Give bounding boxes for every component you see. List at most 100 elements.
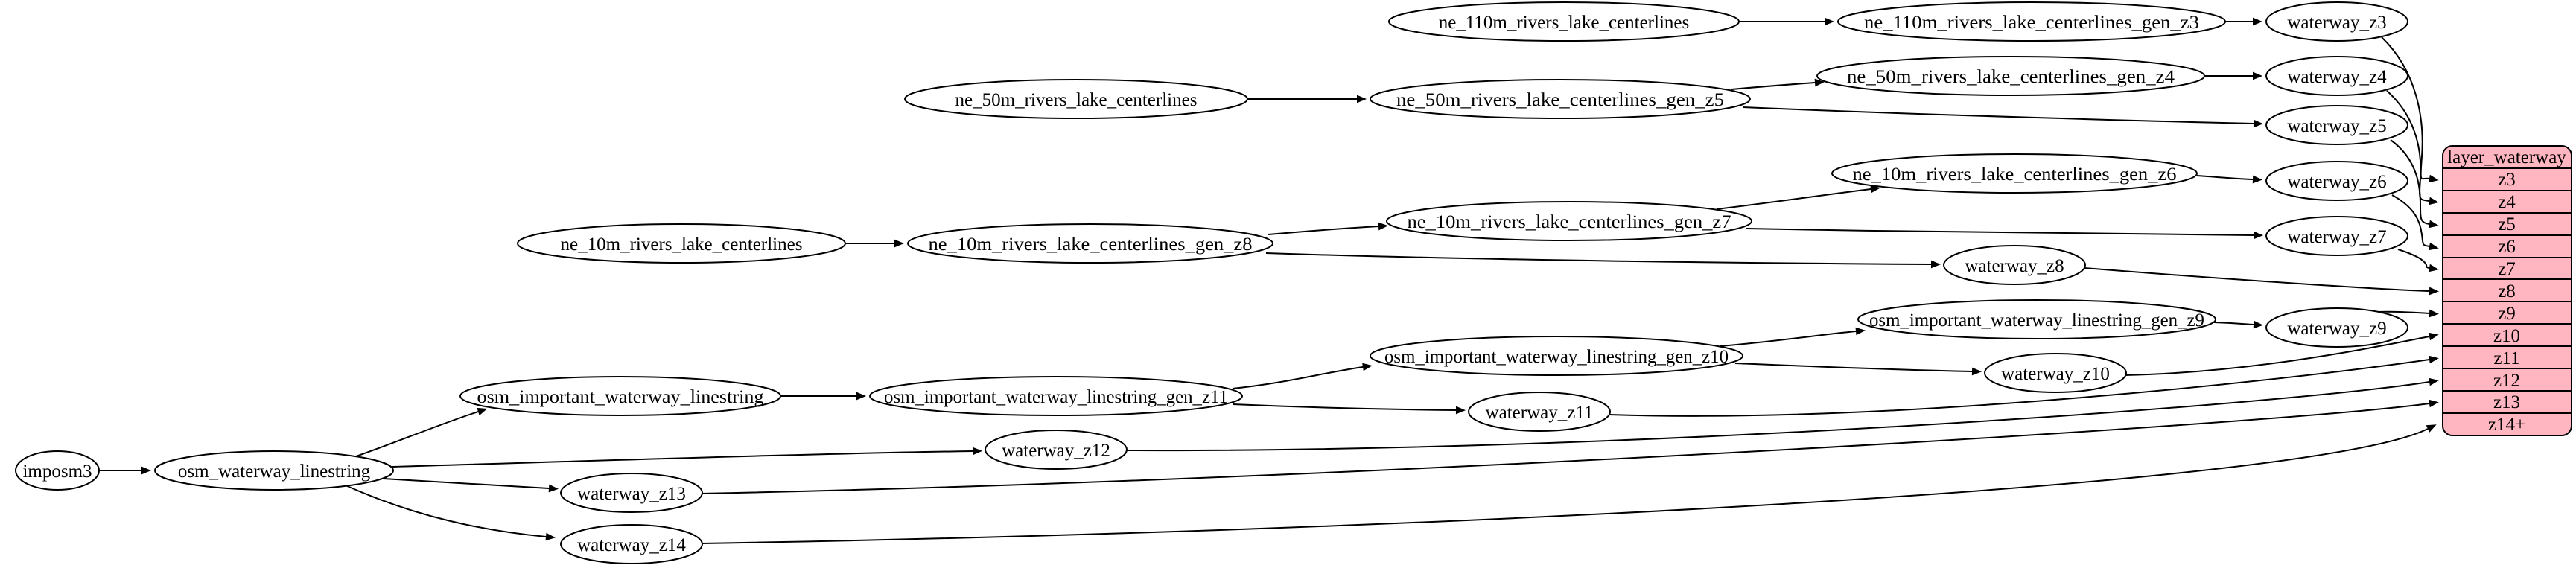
- node-waterway_z8: waterway_z8: [1943, 245, 2086, 285]
- edge-waterway_z10-to-layer-z10: [2124, 332, 2439, 376]
- layer-row-z10: z10: [2493, 326, 2520, 346]
- layer-row-z7: z7: [2498, 259, 2516, 279]
- node-osm_waterway_linestring: osm_waterway_linestring: [154, 450, 394, 491]
- edge-waterway_z14-to-layer-z14plus: [700, 424, 2437, 544]
- edge-waterway_z8-to-layer-z8: [2084, 267, 2439, 296]
- node-waterway_z7-shape: [2265, 216, 2408, 256]
- layer-row-z8: z8: [2498, 281, 2516, 301]
- node-layer_waterway: layer_waterway z3 z4 z5 z6 z7 z8 z9 z10 …: [2442, 145, 2572, 436]
- node-ne_10m_rivers_lake_centerlines-shape: [517, 223, 846, 264]
- node-imposm3: imposm3: [15, 450, 100, 491]
- node-ne_10m_rivers_lake_centerlines_gen_z8-shape: [907, 223, 1273, 264]
- edge-osm_waterway_linestring-to-waterway_z13: [383, 478, 559, 493]
- edge-osm_waterway_linestring-to-waterway_z12: [392, 447, 982, 468]
- node-waterway_z5-shape: [2265, 105, 2408, 145]
- node-ne_10m_rivers_lake_centerlines_gen_z7: ne_10m_rivers_lake_centerlines_gen_z7: [1386, 201, 1752, 241]
- node-osm_important_waterway_linestring-shape: [459, 376, 781, 416]
- node-waterway_z9: waterway_z9: [2265, 307, 2408, 348]
- node-waterway_z12-shape: [985, 430, 1128, 470]
- layer_waterway-title: layer_waterway: [2447, 147, 2566, 167]
- node-osm_important_waterway_linestring_gen_z11-shape: [869, 376, 1243, 416]
- node-osm_important_waterway_linestring_gen_z11: osm_important_waterway_linestring_gen_z1…: [869, 376, 1243, 416]
- layer-row-z3: z3: [2498, 170, 2516, 190]
- edge-gen_z8-to-gen_z7: [1268, 222, 1388, 235]
- node-ne_10m_rivers_lake_centerlines_gen_z6-shape: [1831, 153, 2198, 194]
- node-waterway_z11-label: waterway_z11: [1486, 403, 1594, 423]
- node-osm_important_waterway_linestring_gen_z10-shape: [1370, 336, 1743, 376]
- node-waterway_z14-label: waterway_z14: [577, 535, 686, 555]
- layer-row-z4: z4: [2498, 192, 2516, 212]
- node-ne_10m_rivers_lake_centerlines_gen_z7-label: ne_10m_rivers_lake_centerlines_gen_z7: [1408, 212, 1731, 232]
- edge-osm_waterway_linestring-to-waterway_z14: [345, 485, 556, 541]
- node-waterway_z6: waterway_z6: [2265, 161, 2408, 201]
- node-ne_50m_rivers_lake_centerlines_gen_z4-label: ne_50m_rivers_lake_centerlines_gen_z4: [1847, 67, 2175, 87]
- node-osm_important_waterway_linestring_gen_z10-label: osm_important_waterway_linestring_gen_z1…: [1384, 347, 1729, 367]
- node-waterway_z6-label: waterway_z6: [2287, 172, 2386, 192]
- node-waterway_z10-label: waterway_z10: [2001, 364, 2110, 384]
- edge-waterway_z9-to-layer-z9: [2376, 309, 2439, 318]
- node-ne_10m_rivers_lake_centerlines: ne_10m_rivers_lake_centerlines: [517, 223, 846, 264]
- edge-gen_z11-to-waterway_z11: [1232, 403, 1466, 415]
- layer-row-z14plus: z14+: [2488, 415, 2525, 435]
- layer-row-z9: z9: [2498, 304, 2516, 324]
- edge-gen_z5-to-gen_z4: [1731, 78, 1825, 90]
- node-ne_10m_rivers_lake_centerlines_gen_z6: ne_10m_rivers_lake_centerlines_gen_z6: [1831, 153, 2198, 194]
- node-ne_10m_rivers_lake_centerlines-label: ne_10m_rivers_lake_centerlines: [561, 234, 803, 255]
- node-waterway_z10-shape: [1984, 353, 2127, 393]
- node-waterway_z6-shape: [2265, 161, 2408, 201]
- node-waterway_z13: waterway_z13: [560, 473, 703, 513]
- node-ne_110m_rivers_lake_centerlines: ne_110m_rivers_lake_centerlines: [1388, 1, 1740, 42]
- node-waterway_z11: waterway_z11: [1468, 392, 1611, 432]
- node-waterway_z5: waterway_z5: [2265, 105, 2408, 145]
- node-waterway_z5-label: waterway_z5: [2287, 116, 2386, 136]
- node-ne_110m_rivers_lake_centerlines_gen_z3-shape: [1837, 1, 2226, 42]
- node-waterway_z8-label: waterway_z8: [1965, 256, 2064, 276]
- node-ne_110m_rivers_lake_centerlines_gen_z3-label: ne_110m_rivers_lake_centerlines_gen_z3: [1864, 13, 2199, 33]
- layer-row-z6: z6: [2498, 237, 2516, 257]
- node-waterway_z9-label: waterway_z9: [2287, 319, 2386, 339]
- edge-gen_z7-to-waterway_z7: [1746, 228, 2263, 240]
- node-waterway_z3-shape: [2265, 1, 2408, 42]
- edge-gen_z8-to-waterway_z8: [1265, 252, 1941, 269]
- edge-waterway_z13-to-layer-z13: [700, 399, 2439, 494]
- node-ne_50m_rivers_lake_centerlines_gen_z5-label: ne_50m_rivers_lake_centerlines_gen_z5: [1396, 90, 1724, 110]
- edge-waterway_z12-to-layer-z12: [1125, 377, 2439, 452]
- node-ne_50m_rivers_lake_centerlines_gen_z4: ne_50m_rivers_lake_centerlines_gen_z4: [1816, 56, 2205, 96]
- node-waterway_z9-shape: [2265, 307, 2408, 348]
- node-osm_important_waterway_linestring_gen_z10: osm_important_waterway_linestring_gen_z1…: [1370, 336, 1743, 376]
- node-osm_waterway_linestring-label: osm_waterway_linestring: [178, 462, 371, 482]
- node-ne_50m_rivers_lake_centerlines_gen_z5: ne_50m_rivers_lake_centerlines_gen_z5: [1370, 79, 1751, 119]
- node-ne_50m_rivers_lake_centerlines-label: ne_50m_rivers_lake_centerlines: [955, 90, 1198, 110]
- layer-row-z12: z12: [2493, 371, 2520, 391]
- node-waterway_z4: waterway_z4: [2265, 56, 2408, 96]
- node-osm_important_waterway_linestring-label: osm_important_waterway_linestring: [477, 387, 765, 407]
- edge-osm_waterway_linestring-to-osm_important_waterway_linestring: [353, 407, 488, 458]
- edge-waterway_z6-to-layer-z6: [2391, 194, 2439, 251]
- node-waterway_z13-shape: [560, 473, 703, 513]
- node-waterway_z11-shape: [1468, 392, 1611, 432]
- edge-gen_z7-to-gen_z6: [1716, 185, 1880, 210]
- edge-gen_z9-to-waterway_z9: [2213, 320, 2263, 329]
- node-layer_waterway-box: [2442, 145, 2572, 436]
- node-osm_important_waterway_linestring: osm_important_waterway_linestring: [459, 376, 781, 416]
- layer-row-z11: z11: [2493, 348, 2519, 368]
- edge-waterway_z4-to-layer-z4: [2386, 90, 2439, 205]
- node-imposm3-label: imposm3: [22, 462, 92, 482]
- edges: [99, 17, 2439, 544]
- node-waterway_z3-label: waterway_z3: [2287, 13, 2386, 33]
- nodes: imposm3 osm_waterway_linestring osm_impo…: [15, 1, 2408, 564]
- node-waterway_z7: waterway_z7: [2265, 216, 2408, 256]
- edge-gen_z6-to-waterway_z6: [2196, 175, 2262, 184]
- edge-gen_z11-to-gen_z10: [1232, 363, 1373, 389]
- node-waterway_z7-label: waterway_z7: [2287, 227, 2386, 247]
- edge-gen_z10-to-waterway_z10: [1734, 363, 1982, 376]
- layer-row-z13: z13: [2493, 392, 2520, 412]
- node-waterway_z4-shape: [2265, 56, 2408, 96]
- node-osm_important_waterway_linestring_gen_z9-shape: [1857, 299, 2216, 339]
- node-ne_10m_rivers_lake_centerlines_gen_z8-label: ne_10m_rivers_lake_centerlines_gen_z8: [929, 234, 1253, 255]
- node-waterway_z12-label: waterway_z12: [1002, 441, 1110, 461]
- node-waterway_z3: waterway_z3: [2265, 1, 2408, 42]
- node-ne_110m_rivers_lake_centerlines-shape: [1388, 1, 1740, 42]
- layer-row-z5: z5: [2498, 214, 2516, 234]
